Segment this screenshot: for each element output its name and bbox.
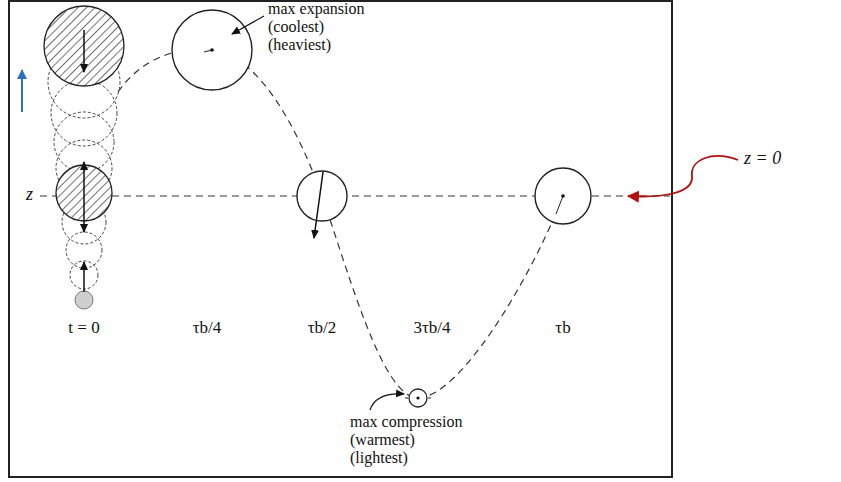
time-label: t = 0 [68,318,99,338]
time-label: τb/4 [193,318,222,338]
callout-note: max expansion (coolest) (heaviest) [268,0,376,54]
level-label: z = 0 [744,148,781,168]
axis-label: z [26,184,33,204]
time-label: τb/2 [308,318,337,338]
time-label: 3τb/4 [413,318,450,338]
time-label: τb [555,318,570,338]
callout-note: max compression (warmest) (lightest) [350,413,468,467]
